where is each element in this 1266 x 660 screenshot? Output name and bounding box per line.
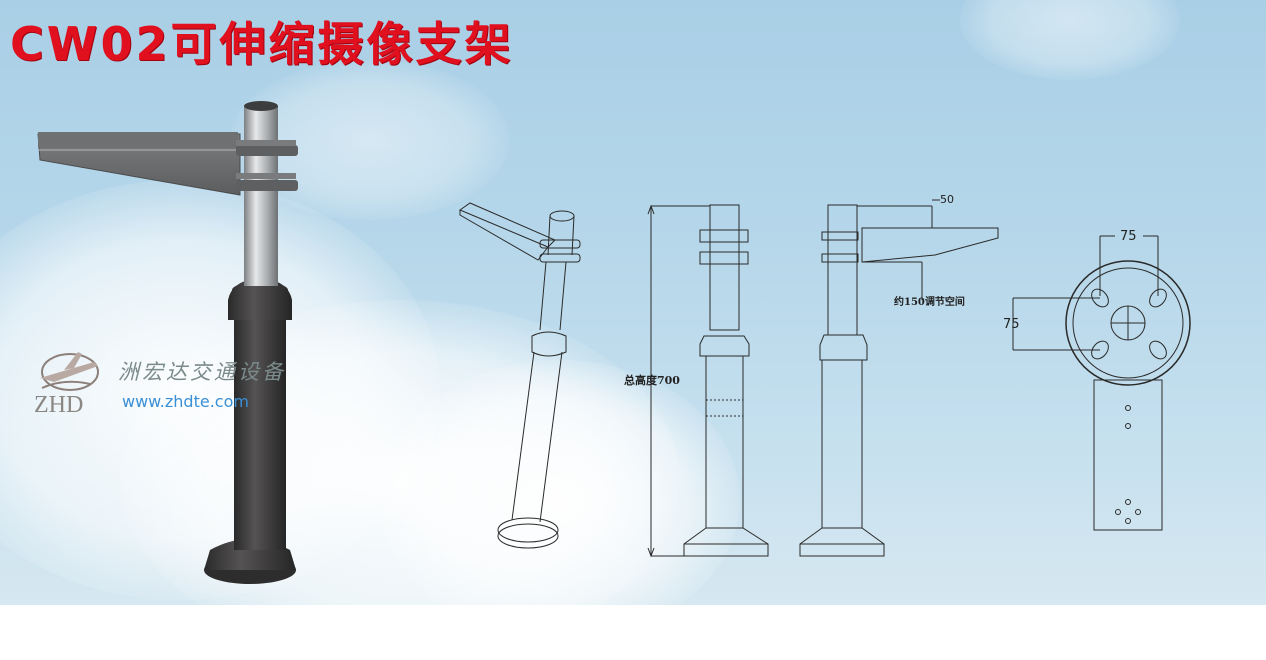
company-logo: ZHD 洲宏达交通设备 www.zhdte.com — [30, 348, 320, 424]
total-height-label: 总高度700 — [624, 374, 680, 387]
cloud — [380, 360, 740, 640]
company-name: 洲宏达交通设备 — [118, 360, 286, 384]
front-view — [647, 204, 769, 558]
airplane-logo-icon — [40, 352, 99, 391]
side-view — [799, 199, 999, 557]
logo-abbreviation: ZHD — [34, 392, 84, 418]
isometric-view — [458, 202, 581, 549]
hole-spacing-vertical: 75 — [1003, 317, 1020, 332]
page-title: CW02可伸缩摄像支架 — [10, 17, 514, 71]
technical-drawings — [458, 199, 1191, 558]
top-offset-label: 50 — [940, 193, 954, 206]
product-photo — [37, 101, 298, 584]
hole-spacing-horizontal: 75 — [1120, 229, 1137, 244]
top-view — [1012, 235, 1191, 531]
website-link[interactable]: www.zhdte.com — [122, 392, 249, 411]
adjust-range-label: 约150调节空间 — [894, 297, 965, 308]
